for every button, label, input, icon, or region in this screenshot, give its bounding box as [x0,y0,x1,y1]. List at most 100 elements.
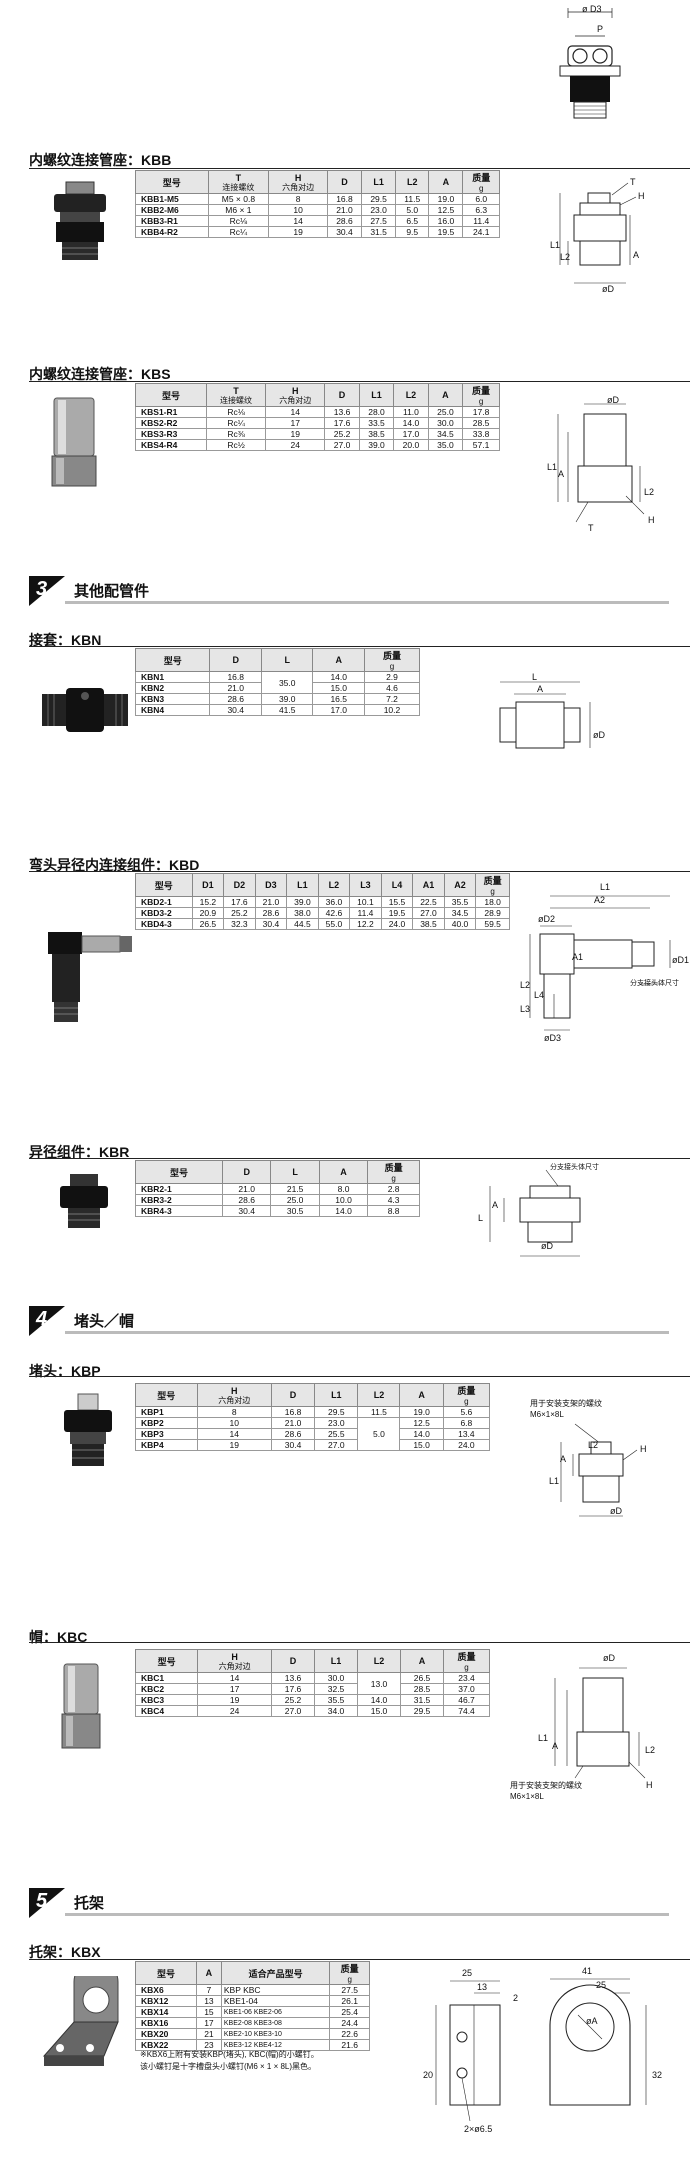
dim-l1: L1 [549,1476,560,1486]
dim-d: øD [610,1506,622,1516]
dim-d2: øD2 [538,914,556,924]
section-title-code: KBC [57,1629,88,1645]
dim-d: øD [593,730,605,740]
section-title-code: KBN [71,632,102,648]
dim-h: H [640,1444,647,1454]
section-title-prefix: 帽： [29,1629,57,1645]
col-header: D [326,170,363,194]
section-title-kbd: 弯头异径内连接组件：KBD [29,855,199,875]
dim-d: øD [541,1241,553,1251]
dim-d1: øD1 [672,955,690,965]
kbp-product-photo [58,1392,118,1477]
col-header: L2 [395,170,430,194]
col-header: A [400,1649,445,1673]
band-rule [65,601,669,604]
dim-l2: L2 [560,252,571,262]
dim-a: A [537,684,544,694]
col-header: D [221,1160,272,1184]
section-band-5: 5 托架 [29,1888,669,1918]
col-header: L1 [358,383,395,407]
kbb-product-photo [40,180,120,275]
section-rule [29,871,690,872]
dim-l2: L2 [644,487,655,497]
dim-t: T [588,523,594,533]
section-rule [29,1642,690,1643]
section-title-code: KBB [141,152,172,168]
kbx-note-1: ※KBX6上附有安装KBP(堵头), KBC(帽)的小螺钉。 [140,2050,319,2059]
band-label: 托架 [74,1895,105,1912]
dim-l1: L1 [550,240,561,250]
dim-a: A [633,250,640,260]
col-header: D3 [254,873,288,897]
kbr-product-photo [54,1172,114,1237]
dim-h: H [648,515,655,525]
dim-d: øD [602,284,614,294]
dim-l1: L1 [547,462,558,472]
col-header: L [260,648,314,672]
col-header: 型号 [135,170,209,194]
col-header: D [270,1383,316,1407]
band-rule [65,1331,669,1334]
dim-a-radius: øA [586,2016,598,2026]
band-number-marker [29,1888,65,1918]
dim-note: 用于安装支架的螺纹 [510,1781,582,1790]
col-header: L [270,1160,320,1184]
band-label: 堵头／帽 [74,1313,135,1330]
section-rule [29,1158,690,1159]
dim-h: H [646,1780,653,1790]
section-rule [29,168,690,169]
kbn-product-photo [40,680,130,745]
section-title-code: KBD [169,857,200,873]
dim-p: P [597,24,604,34]
dim-d: øD [603,1653,615,1663]
dim-holes: 2×ø6.5 [464,2124,493,2134]
col-header: L1 [314,1383,359,1407]
band-number: 5 [36,1890,48,1912]
col-header: A1 [412,873,445,897]
col-header: A [312,648,365,672]
section-band-4: 4 堵头／帽 [29,1306,669,1336]
dim-note: 用于安装支架的螺纹 [530,1399,602,1408]
dim-41: 41 [582,1966,593,1976]
col-header: 型号 [135,873,193,897]
dim-note: 分支接头体尺寸 [630,980,679,987]
col-header: L1 [286,873,319,897]
dim-25-side: 25 [462,1968,473,1978]
col-header: A [428,170,464,194]
kbc-product-photo [56,1662,106,1767]
col-header: D [271,1649,316,1673]
